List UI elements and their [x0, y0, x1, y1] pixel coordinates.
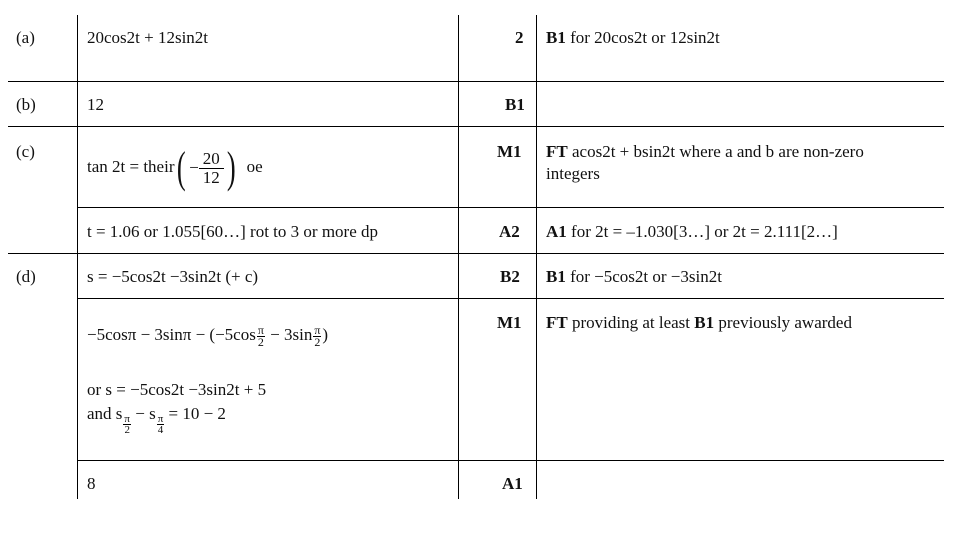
guidance-text: providing at least	[567, 313, 695, 332]
guidance-c2: A1 for 2t = –1.030[3…] or 2t = 2.111[2…]	[546, 222, 838, 242]
part-label-d: (d)	[16, 267, 36, 286]
guidance-d2: FT providing at least B1 previously awar…	[546, 313, 852, 333]
guidance-code: A1	[546, 222, 567, 241]
row-divider-c-d	[8, 253, 944, 254]
denominator-2: 2	[257, 334, 264, 349]
answer-a: 20cos2t + 12sin2t	[87, 28, 209, 47]
guidance-code: B1	[546, 28, 566, 47]
answer-d3: 8	[87, 474, 96, 493]
fraction-numerator: 20	[198, 149, 224, 169]
expr-part-b: − s	[130, 404, 156, 423]
guidance-text: for 20cos2t or 12sin2t	[565, 28, 720, 47]
guidance-text: for 2t = –1.030[3…] or 2t = 2.111[2…]	[566, 222, 838, 241]
answer-d2-line2: or s = −5cos2t −3sin2t + 5	[87, 380, 267, 399]
fraction-denominator: 12	[202, 167, 220, 187]
part-label-c: (c)	[16, 142, 35, 161]
answer-b: 12	[87, 95, 104, 114]
mark-a: 2	[515, 28, 524, 47]
column-divider-mark	[536, 15, 537, 499]
denominator-4: 4	[157, 424, 164, 436]
mark-c2: A2	[499, 222, 520, 241]
pi-numerator: π	[123, 413, 131, 425]
minus-sign: −	[189, 158, 199, 178]
guidance-code-2: B1	[694, 313, 715, 332]
answer-c2: t = 1.06 or 1.055[60…] rot to 3 or more …	[87, 222, 378, 241]
guidance-c1: FT acos2t + bsin2t where a and b are non…	[546, 142, 864, 162]
oe-note: oe	[246, 157, 263, 176]
guidance-code: FT	[546, 142, 568, 161]
expr-part-2: − 3sin	[270, 325, 313, 344]
answer-d1: s = −5cos2t −3sin2t (+ c)	[87, 267, 259, 286]
guidance-text: for −5cos2t or −3sin2t	[565, 267, 722, 286]
guidance-d1: B1 for −5cos2t or −3sin2t	[546, 267, 722, 287]
denominator-2: 2	[314, 334, 321, 349]
expr-part-1: −5cosπ − 3sinπ − (−5cos	[87, 325, 256, 344]
expr-part-3: )	[322, 325, 329, 344]
guidance-a: B1 for 20cos2t or 12sin2t	[546, 28, 720, 48]
pi-numerator: π	[256, 322, 265, 337]
expr-part-c: = 10 − 2	[164, 404, 226, 423]
row-divider-a-b	[8, 81, 944, 82]
guidance-c1-line2: integers	[546, 164, 600, 183]
part-label-a: (a)	[16, 28, 35, 47]
mark-b: B1	[505, 95, 525, 114]
expr-part-a: and s	[87, 404, 123, 423]
mark-d2: M1	[497, 313, 522, 332]
guidance-code: B1	[546, 267, 566, 286]
right-paren: )	[226, 143, 236, 193]
denominator-2: 2	[124, 424, 130, 436]
column-divider-answer	[458, 15, 459, 499]
row-divider-d2-d3	[77, 460, 944, 461]
part-label-b: (b)	[16, 95, 36, 114]
row-divider-d1-d2	[77, 298, 944, 299]
tan-expression: tan 2t = their	[87, 157, 175, 176]
guidance-text-2: previously awarded	[714, 313, 852, 332]
mark-c1: M1	[497, 142, 522, 161]
mark-d1: B2	[500, 267, 520, 286]
pi-numerator: π	[156, 413, 165, 425]
guidance-code: FT	[546, 313, 568, 332]
row-divider-c1-c2	[77, 207, 944, 208]
column-divider-label	[77, 15, 78, 499]
left-paren: (	[177, 143, 187, 193]
pi-numerator: π	[313, 322, 322, 337]
mark-d3: A1	[502, 474, 523, 493]
guidance-text: acos2t + bsin2t where a and b are non-ze…	[567, 142, 864, 161]
row-divider-b-c	[8, 126, 944, 127]
